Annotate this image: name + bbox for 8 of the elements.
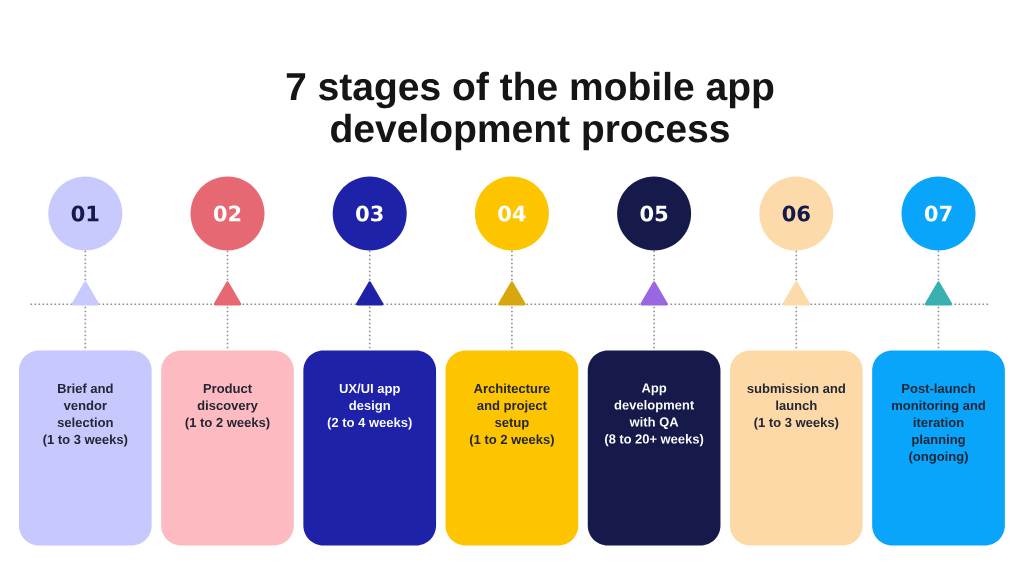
step-card: App development with QA (8 to 20+ weeks) (587, 350, 721, 546)
step-card: Brief and vendor selection (1 to 3 weeks) (18, 350, 152, 546)
step-card: Product discovery (1 to 2 weeks) (161, 350, 294, 546)
title: 7 stages of the mobile app development process (286, 71, 774, 151)
step-card: UX/UI app design (2 to 4 weeks) (303, 350, 437, 546)
step-card: Architecture and project setup (1 to 2 weeks) (445, 350, 579, 546)
step-card: Post-launch monitoring and iteration planning (ongoing) (872, 350, 1005, 546)
step-card: submission and launch (1 to 3 weeks) (729, 350, 863, 546)
